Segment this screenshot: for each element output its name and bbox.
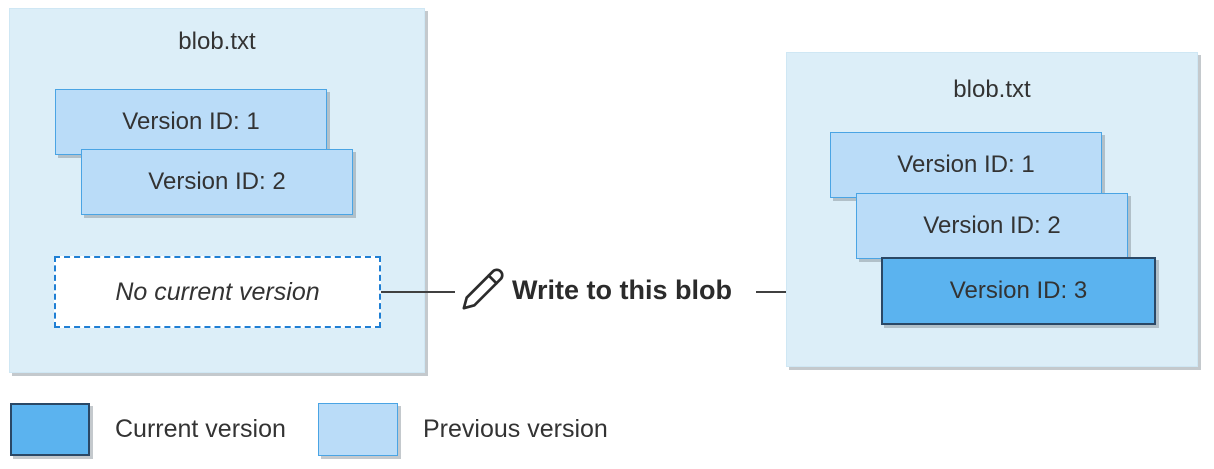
previous-version-swatch bbox=[318, 403, 398, 456]
version-label: Version ID: 2 bbox=[923, 212, 1061, 239]
version-label: Version ID: 1 bbox=[897, 151, 1035, 178]
legend-label: Previous version bbox=[423, 415, 608, 443]
pencil-icon bbox=[462, 268, 504, 310]
version-label: Version ID: 3 bbox=[949, 277, 1088, 304]
version-box-previous: Version ID: 1 bbox=[830, 132, 1102, 198]
current-version-swatch bbox=[10, 403, 90, 456]
blob-title: blob.txt bbox=[953, 76, 1031, 103]
version-label: Version ID: 1 bbox=[122, 108, 260, 135]
legend-item-current: Current version bbox=[10, 403, 286, 456]
version-box-previous: Version ID: 2 bbox=[81, 149, 353, 215]
version-box-current: Version ID: 3 bbox=[881, 257, 1156, 325]
blob-title: blob.txt bbox=[178, 28, 256, 55]
legend-item-previous: Previous version bbox=[318, 403, 608, 456]
version-label: Version ID: 2 bbox=[148, 168, 286, 195]
version-box-previous: Version ID: 2 bbox=[856, 193, 1128, 259]
no-current-version-label: No current version bbox=[115, 277, 320, 306]
left-blob-container: blob.txt Version ID: 1 Version ID: 2 No … bbox=[9, 8, 425, 373]
version-box-previous: Version ID: 1 bbox=[55, 89, 327, 155]
no-current-version-box: No current version bbox=[54, 256, 381, 328]
right-blob-container: blob.txt Version ID: 1 Version ID: 2 Ver… bbox=[786, 52, 1198, 367]
legend-label: Current version bbox=[115, 415, 286, 443]
connector-line-left bbox=[381, 291, 455, 293]
write-action-label: Write to this blob bbox=[512, 275, 732, 305]
